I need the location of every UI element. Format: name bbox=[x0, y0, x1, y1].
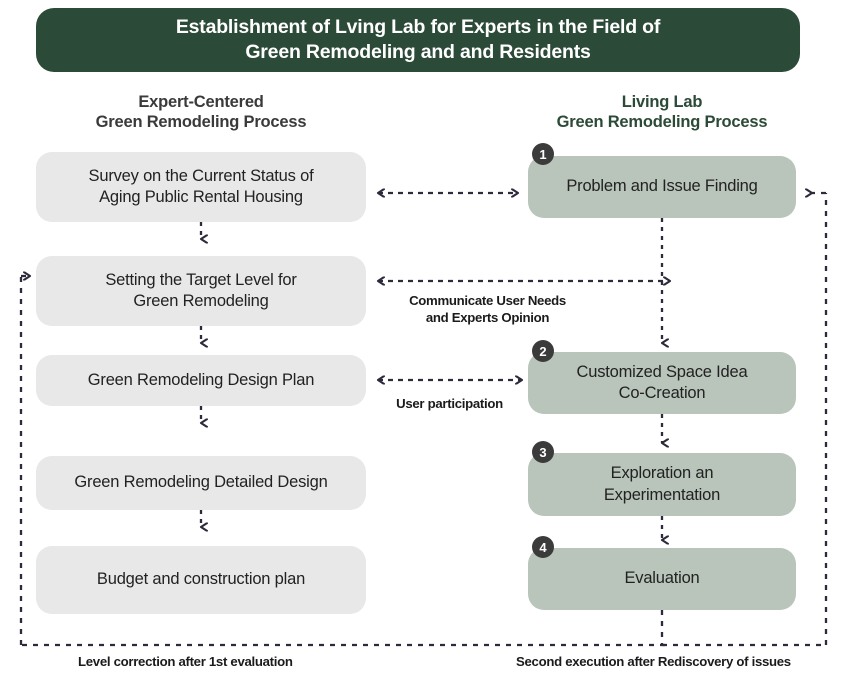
left-step-4-line-1: Green Remodeling Detailed Design bbox=[74, 473, 328, 492]
right-step-2-line-2: Co-Creation bbox=[618, 384, 706, 402]
left-step-box-target-level[interactable]: Setting the Target Level for Green Remod… bbox=[36, 256, 366, 326]
left-column-header: Expert-Centered Green Remodeling Process bbox=[36, 92, 366, 132]
right-step-box-problem-finding[interactable]: Problem and Issue Finding bbox=[528, 156, 796, 218]
title-line-2: Green Remodeling and and Residents bbox=[245, 41, 591, 63]
footer-label-second-execution: Second execution after Rediscovery of is… bbox=[516, 654, 791, 669]
left-step-1-line-1: Survey on the Current Status of bbox=[88, 166, 314, 185]
connector-label-user-participation: User participation bbox=[396, 396, 503, 411]
left-step-2-line-2: Green Remodeling bbox=[133, 292, 269, 310]
title-line-1: Establishment of Lving Lab for Experts i… bbox=[175, 16, 661, 39]
left-step-box-design-plan[interactable]: Green Remodeling Design Plan bbox=[36, 355, 366, 406]
right-step-1-line-1: Problem and Issue Finding bbox=[566, 177, 758, 196]
right-step-2-line-1: Customized Space Idea bbox=[576, 362, 748, 381]
left-step-1-line-2: Aging Public Rental Housing bbox=[99, 188, 303, 206]
right-step-4-line-1: Evaluation bbox=[624, 569, 700, 588]
right-column-header: Living Lab Green Remodeling Process bbox=[528, 92, 796, 132]
left-step-5-line-1: Budget and construction plan bbox=[96, 570, 306, 589]
right-step-box-space-cocreation[interactable]: Customized Space Idea Co-Creation bbox=[528, 352, 796, 414]
connector-label-communicate: Communicate User Needs and Experts Opini… bbox=[380, 292, 595, 326]
step-number-badge-4: 4 bbox=[532, 536, 554, 558]
connector-label-communicate-line-1: Communicate User Needs bbox=[409, 293, 566, 308]
right-step-3-line-2: Experimentation bbox=[603, 485, 721, 504]
left-column-header-line-1: Expert-Centered bbox=[138, 93, 264, 111]
right-step-3-line-1: Exploration an bbox=[610, 464, 714, 483]
step-number-badge-3: 3 bbox=[532, 441, 554, 463]
left-step-3-line-1: Green Remodeling Design Plan bbox=[87, 370, 315, 389]
step-number-badge-1: 1 bbox=[532, 143, 554, 165]
left-step-box-detailed-design[interactable]: Green Remodeling Detailed Design bbox=[36, 456, 366, 510]
step-number-badge-2: 2 bbox=[532, 340, 554, 362]
connector-label-communicate-line-2: and Experts Opinion bbox=[425, 310, 550, 326]
right-step-box-exploration[interactable]: Exploration an Experimentation bbox=[528, 453, 796, 516]
left-step-box-survey[interactable]: Survey on the Current Status of Aging Pu… bbox=[36, 152, 366, 222]
left-step-box-budget-plan[interactable]: Budget and construction plan bbox=[36, 546, 366, 614]
right-column-header-line-1: Living Lab bbox=[621, 93, 703, 111]
diagram-title-banner: Establishment of Lving Lab for Experts i… bbox=[36, 8, 800, 72]
right-column-header-line-2: Green Remodeling Process bbox=[556, 113, 768, 132]
right-step-box-evaluation[interactable]: Evaluation bbox=[528, 548, 796, 610]
footer-label-level-correction: Level correction after 1st evaluation bbox=[78, 654, 293, 669]
left-step-2-line-1: Setting the Target Level for bbox=[105, 270, 297, 289]
left-column-header-line-2: Green Remodeling Process bbox=[95, 113, 307, 132]
